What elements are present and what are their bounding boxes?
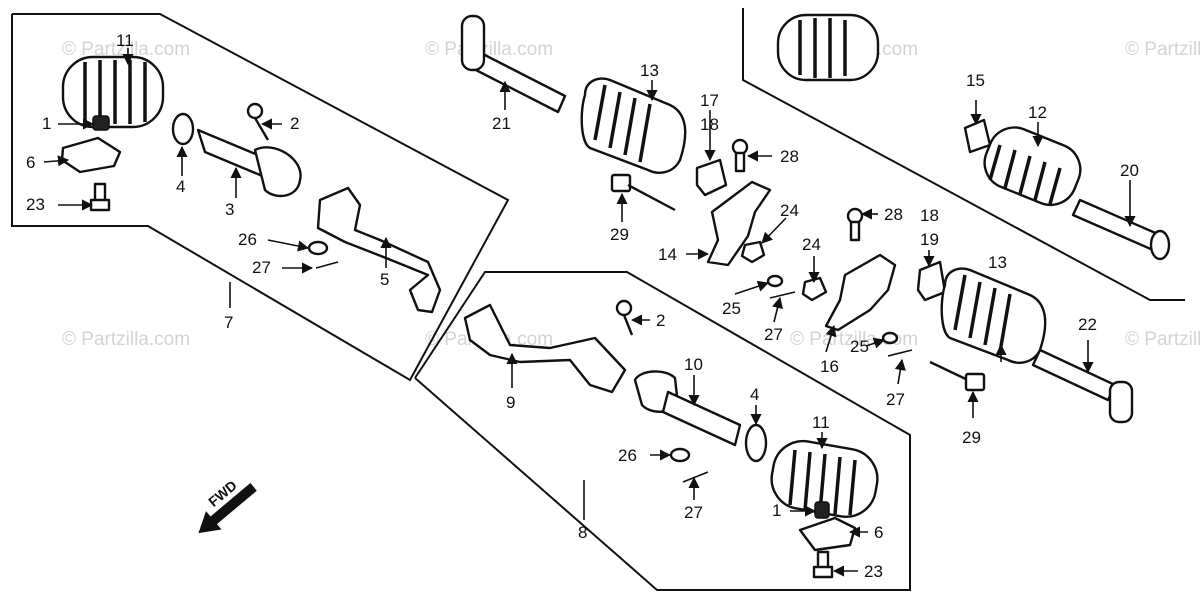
footpeg-arm-3 (196, 128, 302, 198)
footpeg-bracket-5 (316, 186, 442, 314)
callout-28: 28 (780, 147, 799, 166)
callout-18: 18 (920, 206, 939, 225)
fwd-arrow: FWD (198, 477, 257, 534)
bolt-29-upper (610, 173, 676, 212)
callout-17: 17 (700, 91, 719, 110)
nut-24-upper (740, 240, 766, 264)
stopper-6-left (60, 136, 122, 174)
footpeg-rubber-12 (983, 126, 1082, 207)
callout-20: 20 (1120, 161, 1139, 180)
callout-24: 24 (802, 235, 821, 254)
collar-1-lower (814, 501, 830, 519)
collar-1-left (92, 115, 110, 131)
bolt-2-lower (615, 299, 634, 336)
footpeg-rubber-13-lower (940, 267, 1047, 364)
callout-18: 18 (700, 115, 719, 134)
callout-7: 7 (224, 313, 233, 332)
footpeg-bracket-9 (463, 303, 627, 394)
bolt-28-upper (731, 138, 749, 173)
pin-27-upper (769, 291, 796, 299)
footpeg-arm-10 (633, 370, 742, 447)
washer-26-lower (669, 447, 691, 463)
washer-15 (963, 118, 992, 154)
washer-25-right (881, 331, 899, 345)
right-assembly-frame (742, 8, 1185, 301)
washer-4-left (171, 112, 195, 146)
callout-3: 3 (225, 200, 234, 219)
callout-5: 5 (380, 270, 389, 289)
callout-27: 27 (886, 390, 905, 409)
callout-6: 6 (874, 523, 883, 542)
watermark: © Partzilla.com (425, 39, 553, 60)
callout-19: 19 (920, 230, 939, 249)
callout-15: 15 (966, 71, 985, 90)
footpeg-rubber-left (61, 55, 165, 129)
callout-27: 27 (764, 325, 783, 344)
washer-26-left (307, 240, 329, 256)
callout-2: 2 (290, 114, 299, 133)
footpeg-rubber-13-upper (580, 77, 687, 174)
callout-23: 23 (864, 562, 883, 581)
bolt-23-left (89, 182, 111, 212)
bolt-28-right (846, 207, 864, 242)
pin-27-right (887, 349, 913, 357)
watermark: © Partzilla.com (62, 39, 190, 60)
watermark: © Partzilla.com (62, 329, 190, 350)
callout-14: 14 (658, 245, 677, 264)
callout-16: 16 (820, 357, 839, 376)
callout-9: 9 (506, 393, 515, 412)
callout-12: 12 (1028, 103, 1047, 122)
washer-4-lower (744, 423, 768, 463)
callout-13: 13 (640, 61, 659, 80)
footpeg-rubber-11-lower (770, 439, 879, 518)
callout-28: 28 (884, 205, 903, 224)
callout-11: 11 (116, 31, 134, 50)
step-holder-16 (824, 253, 897, 332)
callout-27: 27 (252, 258, 271, 277)
lower-assembly-frame (414, 271, 911, 591)
watermark: © Partzilla.com (1125, 329, 1200, 350)
stopper-6-lower (798, 516, 857, 552)
bolt-29-right (929, 360, 986, 392)
callout-25: 25 (722, 299, 741, 318)
washer-25-upper (766, 274, 784, 288)
washer-18-19-right (916, 260, 947, 302)
callout-8: 8 (578, 523, 587, 542)
callout-6: 6 (26, 153, 35, 172)
footpeg-pin-21 (460, 14, 567, 114)
bolt-23-lower (812, 550, 834, 579)
callout-24: 24 (780, 201, 799, 220)
callout-26: 26 (238, 230, 257, 249)
leader-lines (43, 48, 1136, 577)
callout-1: 1 (42, 114, 51, 133)
callout-10: 10 (684, 355, 703, 374)
bolt-2-left (246, 102, 270, 141)
callout-21: 21 (492, 114, 511, 133)
footpeg-rubber-top (776, 13, 880, 82)
callout-11: 11 (812, 413, 830, 432)
callout-13: 13 (988, 253, 1007, 272)
callout-1: 1 (772, 501, 781, 520)
callout-29: 29 (610, 225, 629, 244)
callout-26: 26 (618, 446, 637, 465)
left-assembly-frame (11, 13, 510, 382)
watermark: © Partzilla.com (1125, 39, 1200, 60)
pin-27-left (315, 261, 339, 269)
callout-4: 4 (750, 385, 759, 404)
footpeg-pin-22 (1031, 348, 1134, 424)
callout-25: 25 (850, 337, 869, 356)
callout-22: 22 (1078, 315, 1097, 334)
callout-27: 27 (684, 503, 703, 522)
step-holder-14 (706, 180, 772, 267)
callout-23: 23 (26, 195, 45, 214)
pin-27-lower (682, 471, 709, 483)
callout-2: 2 (656, 311, 665, 330)
callout-4: 4 (176, 177, 185, 196)
washer-18-upper (695, 158, 728, 197)
callout-29: 29 (962, 428, 981, 447)
footpeg-pin-20 (1071, 198, 1171, 261)
callout-labels: 11 1 2 4 3 6 23 26 27 5 7 21 13 17 18 28… (26, 31, 1139, 581)
